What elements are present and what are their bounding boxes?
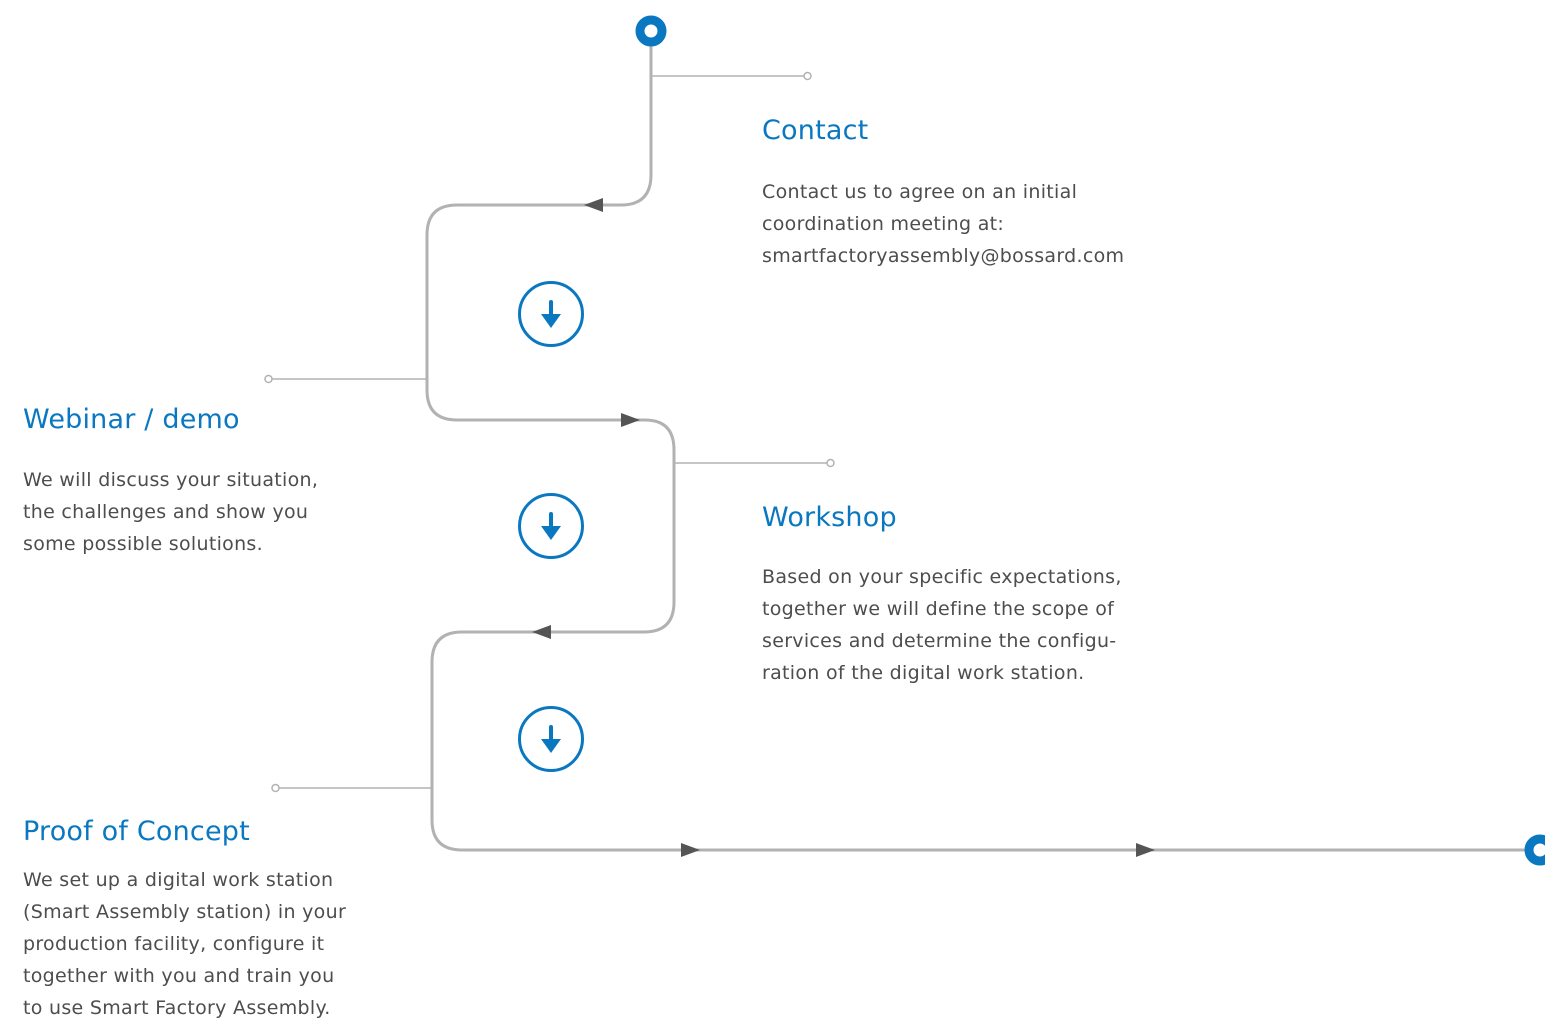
step-description-webinar: We will discuss your situation, the chal… bbox=[23, 464, 318, 560]
contact-email-link[interactable]: smartfactoryassembly@bossard.com bbox=[762, 245, 1125, 267]
step-description-line: some possible solutions. bbox=[23, 533, 263, 555]
step-description-line: ration of the digital work station. bbox=[762, 662, 1085, 684]
step-description-line: to use Smart Factory Assembly. bbox=[23, 997, 331, 1019]
step-description-line: services and determine the configu- bbox=[762, 630, 1117, 652]
flow-line bbox=[425, 28, 1542, 852]
step-title-contact: Contact bbox=[762, 115, 869, 146]
step-title-webinar: Webinar / demo bbox=[23, 404, 240, 435]
step-description-line: Based on your specific expectations, bbox=[762, 566, 1122, 588]
connector-leaders bbox=[264, 71, 835, 793]
direction-arrow-icon bbox=[681, 843, 700, 857]
step-description-line: together we will define the scope of bbox=[762, 598, 1115, 620]
end-node-icon bbox=[1524, 834, 1545, 866]
step-description-line: Contact us to agree on an initial bbox=[762, 181, 1078, 203]
step-description-line: We set up a digital work station bbox=[23, 869, 334, 891]
step-description-line: (Smart Assembly station) in your bbox=[23, 901, 347, 923]
step-description-line: coordination meeting at: bbox=[762, 213, 1005, 235]
step-description-workshop: Based on your specific expectations, tog… bbox=[762, 561, 1122, 689]
direction-arrow-icon bbox=[1136, 843, 1155, 857]
direction-arrows bbox=[532, 198, 1155, 857]
step-description-line: the challenges and show you bbox=[23, 501, 309, 523]
step-description-line: together with you and train you bbox=[23, 965, 335, 987]
leader-end-workshop bbox=[826, 458, 835, 468]
leader-end-poc bbox=[271, 783, 280, 793]
main-flow-path bbox=[425, 28, 1542, 852]
direction-arrow-icon bbox=[584, 198, 603, 212]
step-description-line: We will discuss your situation, bbox=[23, 469, 319, 491]
leader-end-webinar bbox=[264, 374, 273, 384]
start-node-icon bbox=[635, 15, 667, 47]
arrow-down-circle-icon bbox=[518, 281, 584, 347]
step-title-proof-of-concept: Proof of Concept bbox=[23, 816, 250, 847]
leader-end-contact bbox=[803, 71, 812, 81]
step-description-proof-of-concept: We set up a digital work station (Smart … bbox=[23, 864, 346, 1024]
step-description-line: production facility, configure it bbox=[23, 933, 325, 955]
arrow-down-circle-icon bbox=[518, 706, 584, 772]
arrow-down-circle-icon bbox=[518, 493, 584, 559]
step-title-workshop: Workshop bbox=[762, 502, 897, 533]
direction-arrow-icon bbox=[621, 413, 640, 427]
step-description-contact: Contact us to agree on an initial coordi… bbox=[762, 176, 1124, 272]
direction-arrow-icon bbox=[532, 625, 551, 639]
